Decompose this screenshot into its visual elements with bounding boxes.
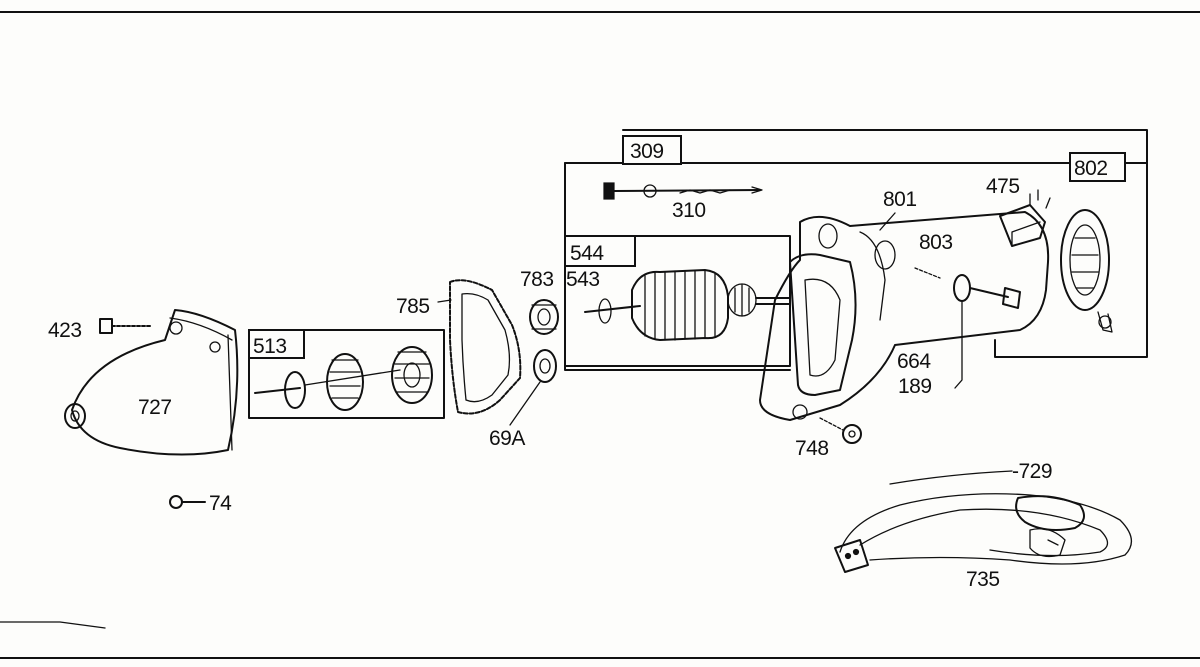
- armature-544: [584, 269, 791, 341]
- label-box-309: [622, 135, 682, 165]
- label-543: 543: [566, 268, 600, 291]
- motor-housing-801: [759, 211, 1050, 421]
- label-475: 475: [986, 175, 1020, 198]
- label-783: 783: [520, 268, 554, 291]
- group-box-513: 513: [248, 329, 445, 419]
- label-309: 309: [630, 140, 664, 163]
- label-727: 727: [138, 396, 172, 419]
- label-310: 310: [672, 199, 706, 222]
- label-189: 189: [898, 375, 932, 398]
- label-513: 513: [253, 335, 287, 358]
- label-664: 664: [897, 350, 931, 373]
- wire-729: [889, 470, 1013, 485]
- through-bolt-310: [603, 182, 763, 200]
- label-box-544: [564, 235, 636, 267]
- label-box-513: [248, 329, 305, 359]
- group-box-309: 309: [564, 129, 1148, 371]
- group-box-802: 802: [1069, 152, 1126, 182]
- label-box-802: [1069, 152, 1126, 182]
- group-box-544: 544: [564, 235, 791, 367]
- terminal-bolt-803: [914, 267, 1021, 389]
- label-69a: 69A: [489, 427, 525, 450]
- scan-border: [0, 11, 1200, 659]
- label-423: 423: [48, 319, 82, 342]
- gasket-785: [437, 279, 522, 415]
- screw-74: [169, 495, 206, 509]
- end-cap-727: [64, 309, 239, 456]
- label-735: 735: [966, 568, 1000, 591]
- thrust-washer-69a: [509, 349, 557, 426]
- label-785: 785: [396, 295, 430, 318]
- label-544: 544: [570, 242, 604, 265]
- terminal-475: [999, 189, 1051, 247]
- screw-423: [99, 318, 151, 334]
- label-802: 802: [1074, 157, 1108, 180]
- label-748: 748: [795, 437, 829, 460]
- label-74: 74: [209, 492, 232, 515]
- drive-gear-513: [254, 346, 433, 411]
- label-801: 801: [883, 188, 917, 211]
- label-729: -729: [1012, 460, 1052, 483]
- pinion-nut-783: [529, 299, 559, 335]
- screw-748: [819, 417, 862, 444]
- end-plate-802: [1060, 209, 1113, 333]
- label-803: 803: [919, 231, 953, 254]
- power-cord-735: [834, 493, 1132, 573]
